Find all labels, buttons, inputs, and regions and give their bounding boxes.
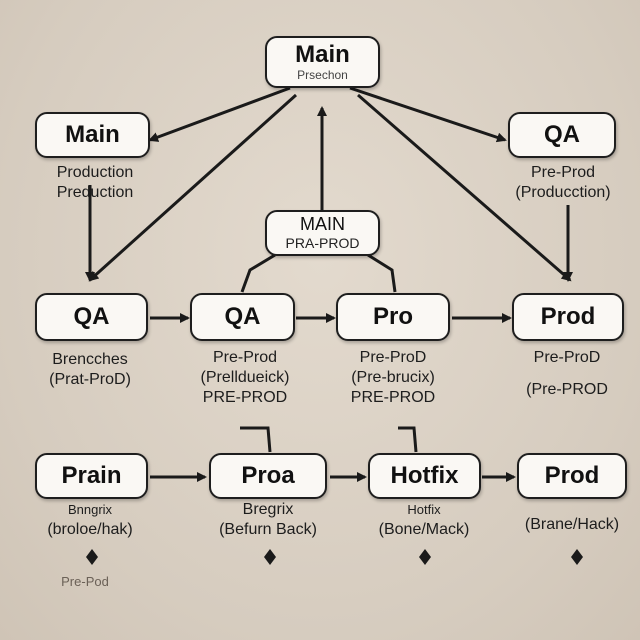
- caption-line: (Bone/Mack): [378, 521, 470, 538]
- node-qa-left[interactable]: QA: [35, 293, 148, 341]
- node-title: QA: [73, 303, 110, 331]
- caption-line: (broloe/hak): [47, 521, 133, 538]
- caption-prain: Bnngrix (broloe/hak): [15, 500, 165, 540]
- caption-prod-right: Pre-ProD (Pre-PROD: [492, 348, 640, 400]
- caption-qa-mid: Pre-Prod (Prelldueick) PRE-PROD: [170, 348, 320, 408]
- node-title: Pro: [372, 303, 413, 331]
- node-main-pre-prod[interactable]: MAIN PRA-PROD: [265, 210, 380, 256]
- caption-qa-right: Pre-Prod (Producction): [488, 163, 638, 203]
- node-title: QA: [544, 121, 580, 149]
- caption-line: Brencches: [52, 351, 128, 368]
- node-title: Prain: [61, 462, 122, 490]
- caption-line: (Brane/Hack): [524, 516, 620, 533]
- edge-qa-mid-to-proa: [240, 426, 272, 453]
- caption-prod-bottom: (Brane/Hack): [497, 515, 640, 535]
- caption-pro-mid: Pre-ProD (Pre-brucix) PRE-PROD: [318, 348, 468, 408]
- node-main-production[interactable]: Main Prsechon: [265, 36, 380, 88]
- caption-line: Production: [56, 164, 134, 181]
- caption-line: (Pre-PROD: [526, 381, 608, 398]
- node-title: Main: [295, 41, 350, 69]
- node-subtitle: PRA-PROD: [285, 235, 360, 252]
- node-title: Proa: [241, 462, 295, 490]
- caption-line: PRE-PROD: [202, 389, 288, 406]
- caption-hotfix: Hotfix (Bone/Mack): [349, 500, 499, 540]
- caption-line: Pre-Prod: [530, 164, 596, 181]
- caption-line: (Prat-ProD): [49, 371, 131, 388]
- node-main-left[interactable]: Main: [35, 112, 150, 158]
- edge-main-to-main-left: [148, 86, 291, 142]
- node-prod-right[interactable]: Prod: [512, 293, 624, 341]
- caption-line: (Pre-brucix): [351, 369, 435, 386]
- caption-main-left: Production Preduction: [20, 163, 170, 203]
- edge-main-to-qa-left: [88, 93, 298, 282]
- node-proa[interactable]: Proa: [209, 453, 327, 499]
- caption-line: PRE-PROD: [350, 389, 436, 406]
- footer-faint-label: Pre-Pod: [61, 574, 109, 589]
- caption-line: Pre-ProD: [359, 349, 427, 366]
- node-title: Main: [65, 121, 120, 149]
- node-title: QA: [224, 303, 261, 331]
- node-pro-mid[interactable]: Pro: [336, 293, 450, 341]
- node-title: Prod: [540, 303, 596, 331]
- caption-line: Pre-ProD: [533, 349, 601, 366]
- node-prain[interactable]: Prain: [35, 453, 148, 499]
- edge-mainpre-to-pro-mid: [367, 253, 397, 293]
- caption-line: (Producction): [515, 184, 611, 201]
- caption-line: Preduction: [56, 184, 134, 201]
- caption-proa: Bregrix (Befurn Back): [193, 500, 343, 540]
- edge-main-to-qa-right: [349, 86, 507, 143]
- caption-line: Pre-Prod: [212, 349, 278, 366]
- node-title: MAIN: [300, 214, 345, 235]
- node-title: Hotfix: [390, 462, 459, 490]
- caption-qa-left: Brencches (Prat-ProD): [15, 350, 165, 390]
- node-prod-bottom[interactable]: Prod: [517, 453, 627, 499]
- caption-line: (Befurn Back): [219, 521, 317, 538]
- node-subtitle: Prsechon: [297, 68, 348, 83]
- edge-pro-mid-to-hotfix: [398, 426, 418, 453]
- edge-main-to-prod-right: [357, 93, 572, 282]
- edge-mainpre-to-qa-mid: [240, 253, 276, 293]
- node-qa-right[interactable]: QA: [508, 112, 616, 158]
- caption-line: (Prelldueick): [200, 369, 290, 386]
- node-title: Prod: [544, 462, 600, 490]
- caption-line: Bnngrix: [67, 502, 113, 517]
- caption-line: Hotfix: [407, 502, 441, 517]
- node-qa-mid[interactable]: QA: [190, 293, 295, 341]
- node-hotfix[interactable]: Hotfix: [368, 453, 481, 499]
- caption-line: Bregrix: [242, 501, 294, 518]
